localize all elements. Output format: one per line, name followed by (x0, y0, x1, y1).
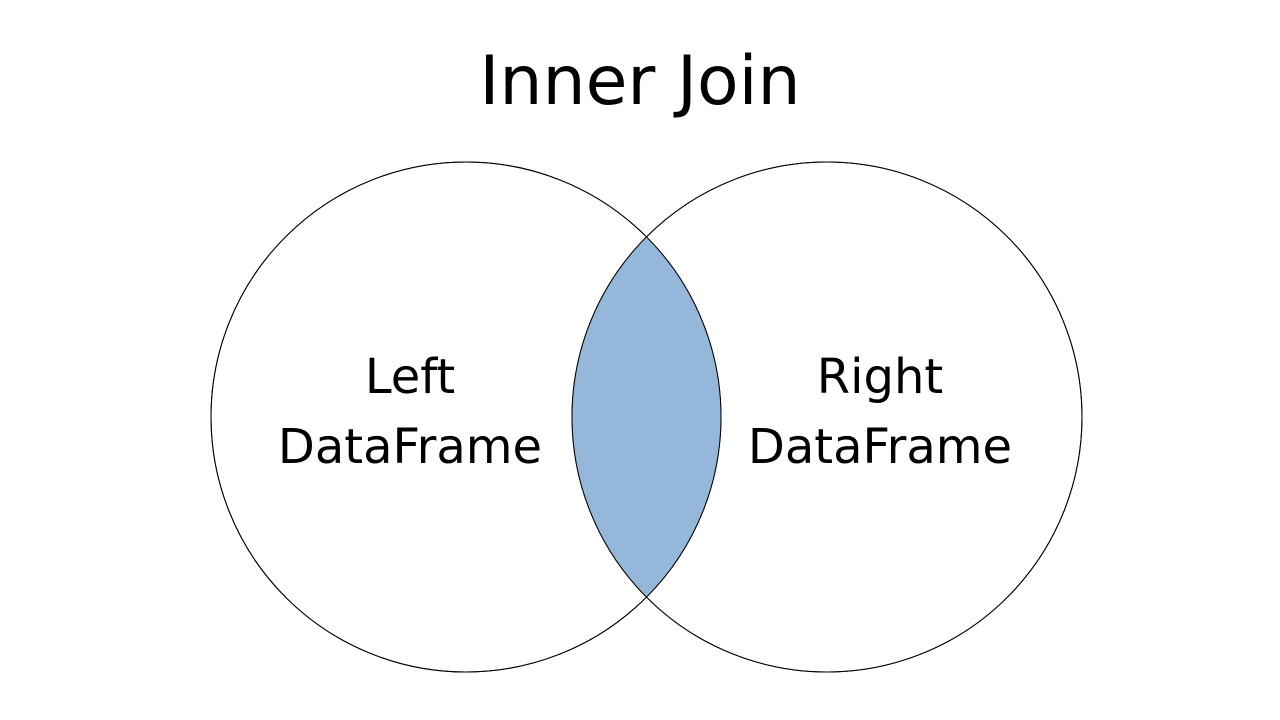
left-set-label: Left DataFrame (230, 342, 590, 482)
right-set-label-line2: DataFrame (747, 419, 1013, 475)
right-set-label-line1: Right (816, 349, 944, 405)
left-set-outline (210, 161, 722, 673)
right-set-outline (571, 161, 1083, 673)
left-set-label-line1: Left (364, 349, 456, 405)
left-set-label-line2: DataFrame (277, 419, 543, 475)
diagram-title: Inner Join (479, 42, 801, 121)
right-set-label: Right DataFrame (700, 342, 1060, 482)
